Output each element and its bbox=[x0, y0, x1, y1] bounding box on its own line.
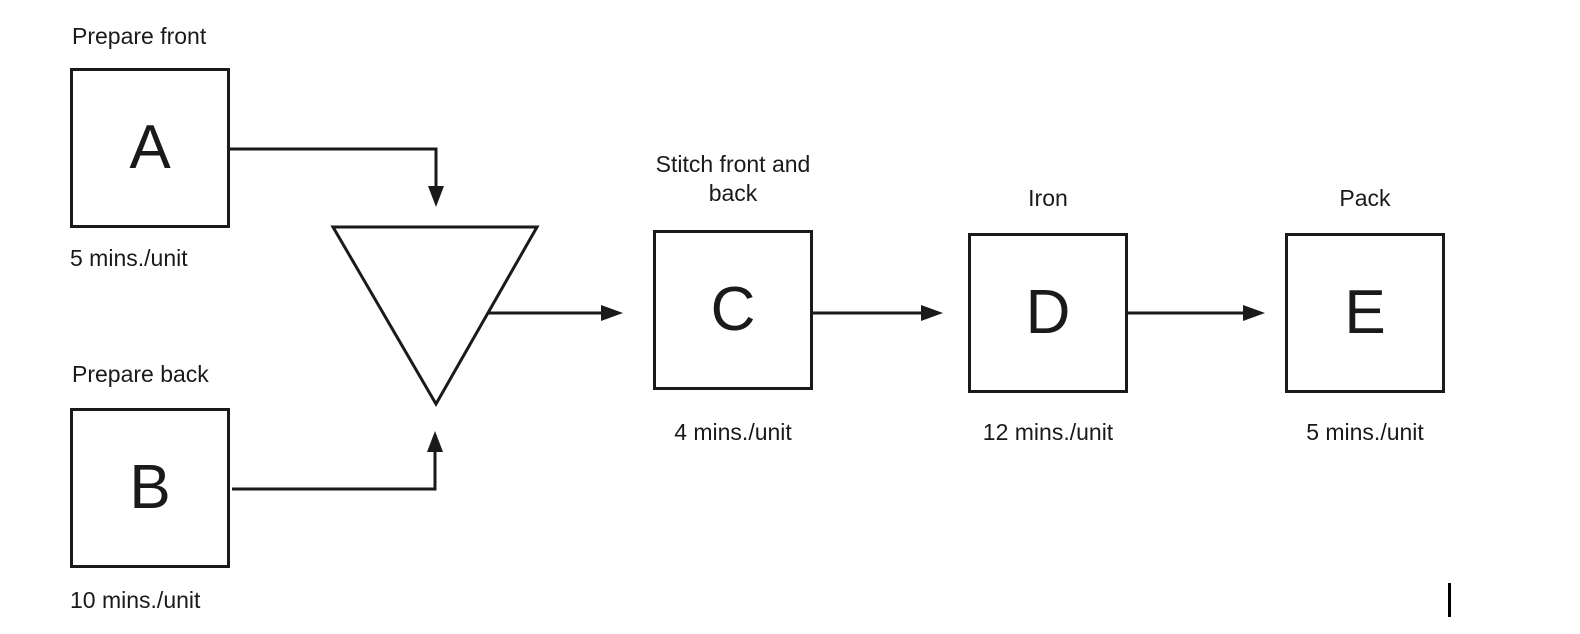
station-b-box: B bbox=[70, 408, 230, 568]
station-c-letter: C bbox=[710, 275, 756, 344]
station-a-letter: A bbox=[129, 113, 171, 182]
arrowhead-down-icon bbox=[428, 186, 444, 207]
text-caret-mark bbox=[1448, 583, 1451, 617]
station-d-box: D bbox=[968, 233, 1128, 393]
station-c-rate: 4 mins./unit bbox=[674, 419, 792, 445]
inventory-triangle-icon bbox=[330, 225, 540, 408]
station-a-label: Prepare front bbox=[72, 23, 207, 49]
arrow-a-to-buffer bbox=[230, 147, 438, 188]
arrowhead-up-icon bbox=[427, 431, 443, 452]
station-a-rate: 5 mins./unit bbox=[70, 245, 188, 271]
station-c-label: Stitch front and back bbox=[655, 151, 811, 206]
station-c-box: C bbox=[653, 230, 813, 390]
arrow-b-to-buffer bbox=[232, 450, 437, 491]
arrowhead-right-icon bbox=[601, 305, 623, 321]
station-a-box: A bbox=[70, 68, 230, 228]
station-d-letter: D bbox=[1025, 278, 1071, 347]
station-b-label: Prepare back bbox=[72, 361, 209, 387]
station-d-label: Iron bbox=[1028, 185, 1068, 211]
station-b-letter: B bbox=[129, 453, 171, 522]
station-e-label: Pack bbox=[1339, 185, 1391, 211]
arrowhead-right-icon bbox=[1243, 305, 1265, 321]
station-e-letter: E bbox=[1344, 278, 1386, 347]
station-b-rate: 10 mins./unit bbox=[70, 587, 201, 613]
station-d-rate: 12 mins./unit bbox=[982, 419, 1114, 445]
arrowhead-right-icon bbox=[921, 305, 943, 321]
station-e-box: E bbox=[1285, 233, 1445, 393]
station-e-rate: 5 mins./unit bbox=[1306, 419, 1424, 445]
